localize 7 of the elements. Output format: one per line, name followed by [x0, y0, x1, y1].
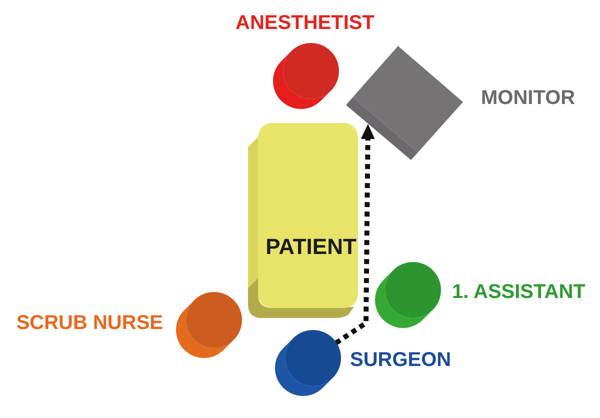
role-label: MONITOR	[481, 88, 576, 108]
role-label: ANESTHETIST	[236, 13, 374, 33]
dotted-arrow	[334, 124, 375, 346]
role-label: 1. ASSISTANT	[452, 282, 586, 302]
patient-label: PATIENT	[266, 236, 356, 258]
role-label: SCRUB NURSE	[16, 313, 163, 333]
role-label: SURGEON	[350, 350, 452, 370]
